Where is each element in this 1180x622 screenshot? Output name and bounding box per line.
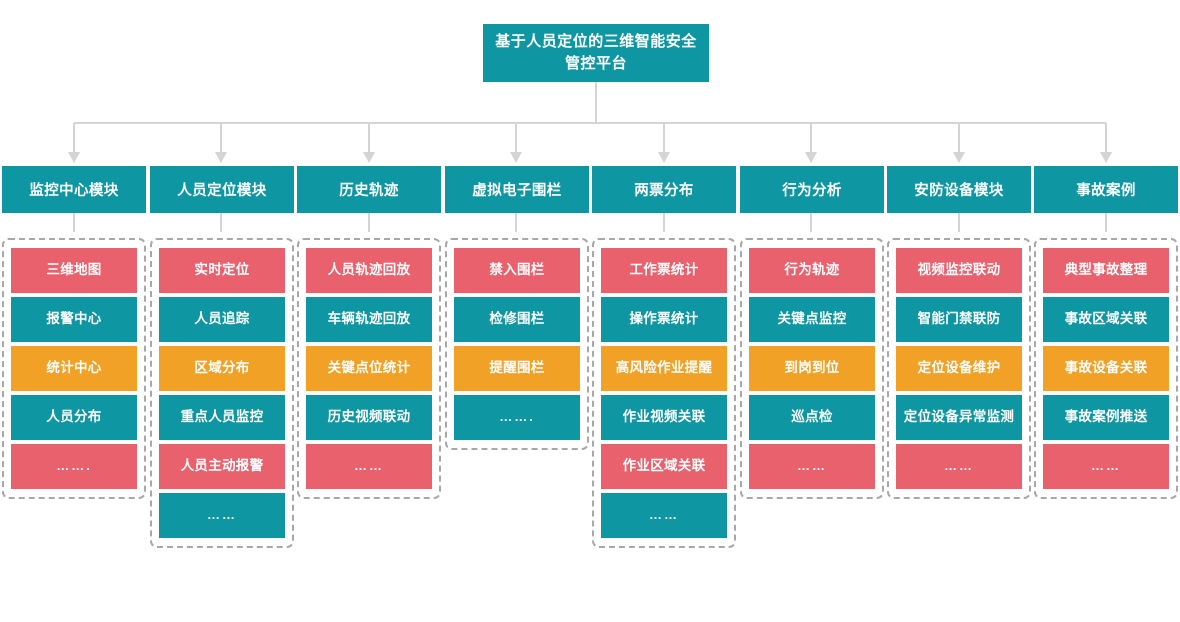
- module-header-1[interactable]: 监控中心模块: [2, 166, 146, 213]
- module-group-box: 行为轨迹关键点监控到岗到位巡点检……: [740, 238, 884, 499]
- module-item[interactable]: 典型事故整理: [1043, 248, 1169, 293]
- module-item-ellipsis[interactable]: ……: [749, 444, 875, 489]
- module-item[interactable]: 禁入围栏: [454, 248, 580, 293]
- module-column: 历史轨迹人员轨迹回放车辆轨迹回放关键点位统计历史视频联动……: [297, 166, 441, 499]
- module-header-5[interactable]: 两票分布: [592, 166, 736, 213]
- module-item-ellipsis[interactable]: ……: [601, 493, 727, 538]
- module-item[interactable]: 工作票统计: [601, 248, 727, 293]
- module-item[interactable]: 作业视频关联: [601, 395, 727, 440]
- module-header-2[interactable]: 人员定位模块: [150, 166, 294, 213]
- module-item[interactable]: 人员轨迹回放: [306, 248, 432, 293]
- module-item[interactable]: 统计中心: [11, 346, 137, 391]
- module-item[interactable]: 三维地图: [11, 248, 137, 293]
- module-item[interactable]: 视频监控联动: [896, 248, 1022, 293]
- module-item[interactable]: 到岗到位: [749, 346, 875, 391]
- module-group-box: 禁入围栏检修围栏提醒围栏…….: [445, 238, 589, 450]
- module-item[interactable]: 人员主动报警: [159, 444, 285, 489]
- module-column: 行为分析行为轨迹关键点监控到岗到位巡点检……: [740, 166, 884, 499]
- module-item[interactable]: 人员追踪: [159, 297, 285, 342]
- module-item[interactable]: 提醒围栏: [454, 346, 580, 391]
- module-item[interactable]: 关键点监控: [749, 297, 875, 342]
- module-column: 安防设备模块视频监控联动智能门禁联防定位设备维护定位设备异常监测……: [887, 166, 1031, 499]
- module-item[interactable]: 定位设备维护: [896, 346, 1022, 391]
- module-header-6[interactable]: 行为分析: [740, 166, 884, 213]
- module-item[interactable]: 定位设备异常监测: [896, 395, 1022, 440]
- module-item[interactable]: 作业区域关联: [601, 444, 727, 489]
- module-group-box: 工作票统计操作票统计高风险作业提醒作业视频关联作业区域关联……: [592, 238, 736, 548]
- module-column: 人员定位模块实时定位人员追踪区域分布重点人员监控人员主动报警……: [150, 166, 294, 548]
- arrow-heads: [68, 152, 1112, 163]
- module-item[interactable]: 行为轨迹: [749, 248, 875, 293]
- module-item[interactable]: 区域分布: [159, 346, 285, 391]
- module-header-8[interactable]: 事故案例: [1034, 166, 1178, 213]
- module-item[interactable]: 巡点检: [749, 395, 875, 440]
- module-item[interactable]: 重点人员监控: [159, 395, 285, 440]
- module-group-box: 三维地图报警中心统计中心人员分布…….: [2, 238, 146, 499]
- module-item[interactable]: 智能门禁联防: [896, 297, 1022, 342]
- module-item[interactable]: 事故案例推送: [1043, 395, 1169, 440]
- module-item[interactable]: 人员分布: [11, 395, 137, 440]
- module-group-box: 实时定位人员追踪区域分布重点人员监控人员主动报警……: [150, 238, 294, 548]
- module-header-3[interactable]: 历史轨迹: [297, 166, 441, 213]
- module-item[interactable]: 报警中心: [11, 297, 137, 342]
- module-column: 两票分布工作票统计操作票统计高风险作业提醒作业视频关联作业区域关联……: [592, 166, 736, 548]
- module-item-ellipsis[interactable]: ……: [306, 444, 432, 489]
- module-group-box: 视频监控联动智能门禁联防定位设备维护定位设备异常监测……: [887, 238, 1031, 499]
- module-column: 监控中心模块三维地图报警中心统计中心人员分布…….: [2, 166, 146, 499]
- module-item[interactable]: 历史视频联动: [306, 395, 432, 440]
- root-platform-title-box: 基于人员定位的三维智能安全管控平台: [483, 24, 709, 82]
- module-header-7[interactable]: 安防设备模块: [887, 166, 1031, 213]
- module-group-box: 人员轨迹回放车辆轨迹回放关键点位统计历史视频联动……: [297, 238, 441, 499]
- module-item[interactable]: 关键点位统计: [306, 346, 432, 391]
- module-item[interactable]: 操作票统计: [601, 297, 727, 342]
- module-columns: 监控中心模块三维地图报警中心统计中心人员分布…….人员定位模块实时定位人员追踪区…: [0, 166, 1180, 622]
- module-header-4[interactable]: 虚拟电子围栏: [445, 166, 589, 213]
- module-item[interactable]: 车辆轨迹回放: [306, 297, 432, 342]
- module-item[interactable]: 事故设备关联: [1043, 346, 1169, 391]
- module-item-ellipsis[interactable]: …….: [11, 444, 137, 489]
- module-column: 虚拟电子围栏禁入围栏检修围栏提醒围栏…….: [445, 166, 589, 450]
- module-item-ellipsis[interactable]: ……: [896, 444, 1022, 489]
- module-item-ellipsis[interactable]: ……: [159, 493, 285, 538]
- module-item[interactable]: 高风险作业提醒: [601, 346, 727, 391]
- module-item-ellipsis[interactable]: …….: [454, 395, 580, 440]
- module-column: 事故案例典型事故整理事故区域关联事故设备关联事故案例推送……: [1034, 166, 1178, 499]
- module-item[interactable]: 检修围栏: [454, 297, 580, 342]
- module-item[interactable]: 实时定位: [159, 248, 285, 293]
- module-item-ellipsis[interactable]: ……: [1043, 444, 1169, 489]
- module-item[interactable]: 事故区域关联: [1043, 297, 1169, 342]
- module-group-box: 典型事故整理事故区域关联事故设备关联事故案例推送……: [1034, 238, 1178, 499]
